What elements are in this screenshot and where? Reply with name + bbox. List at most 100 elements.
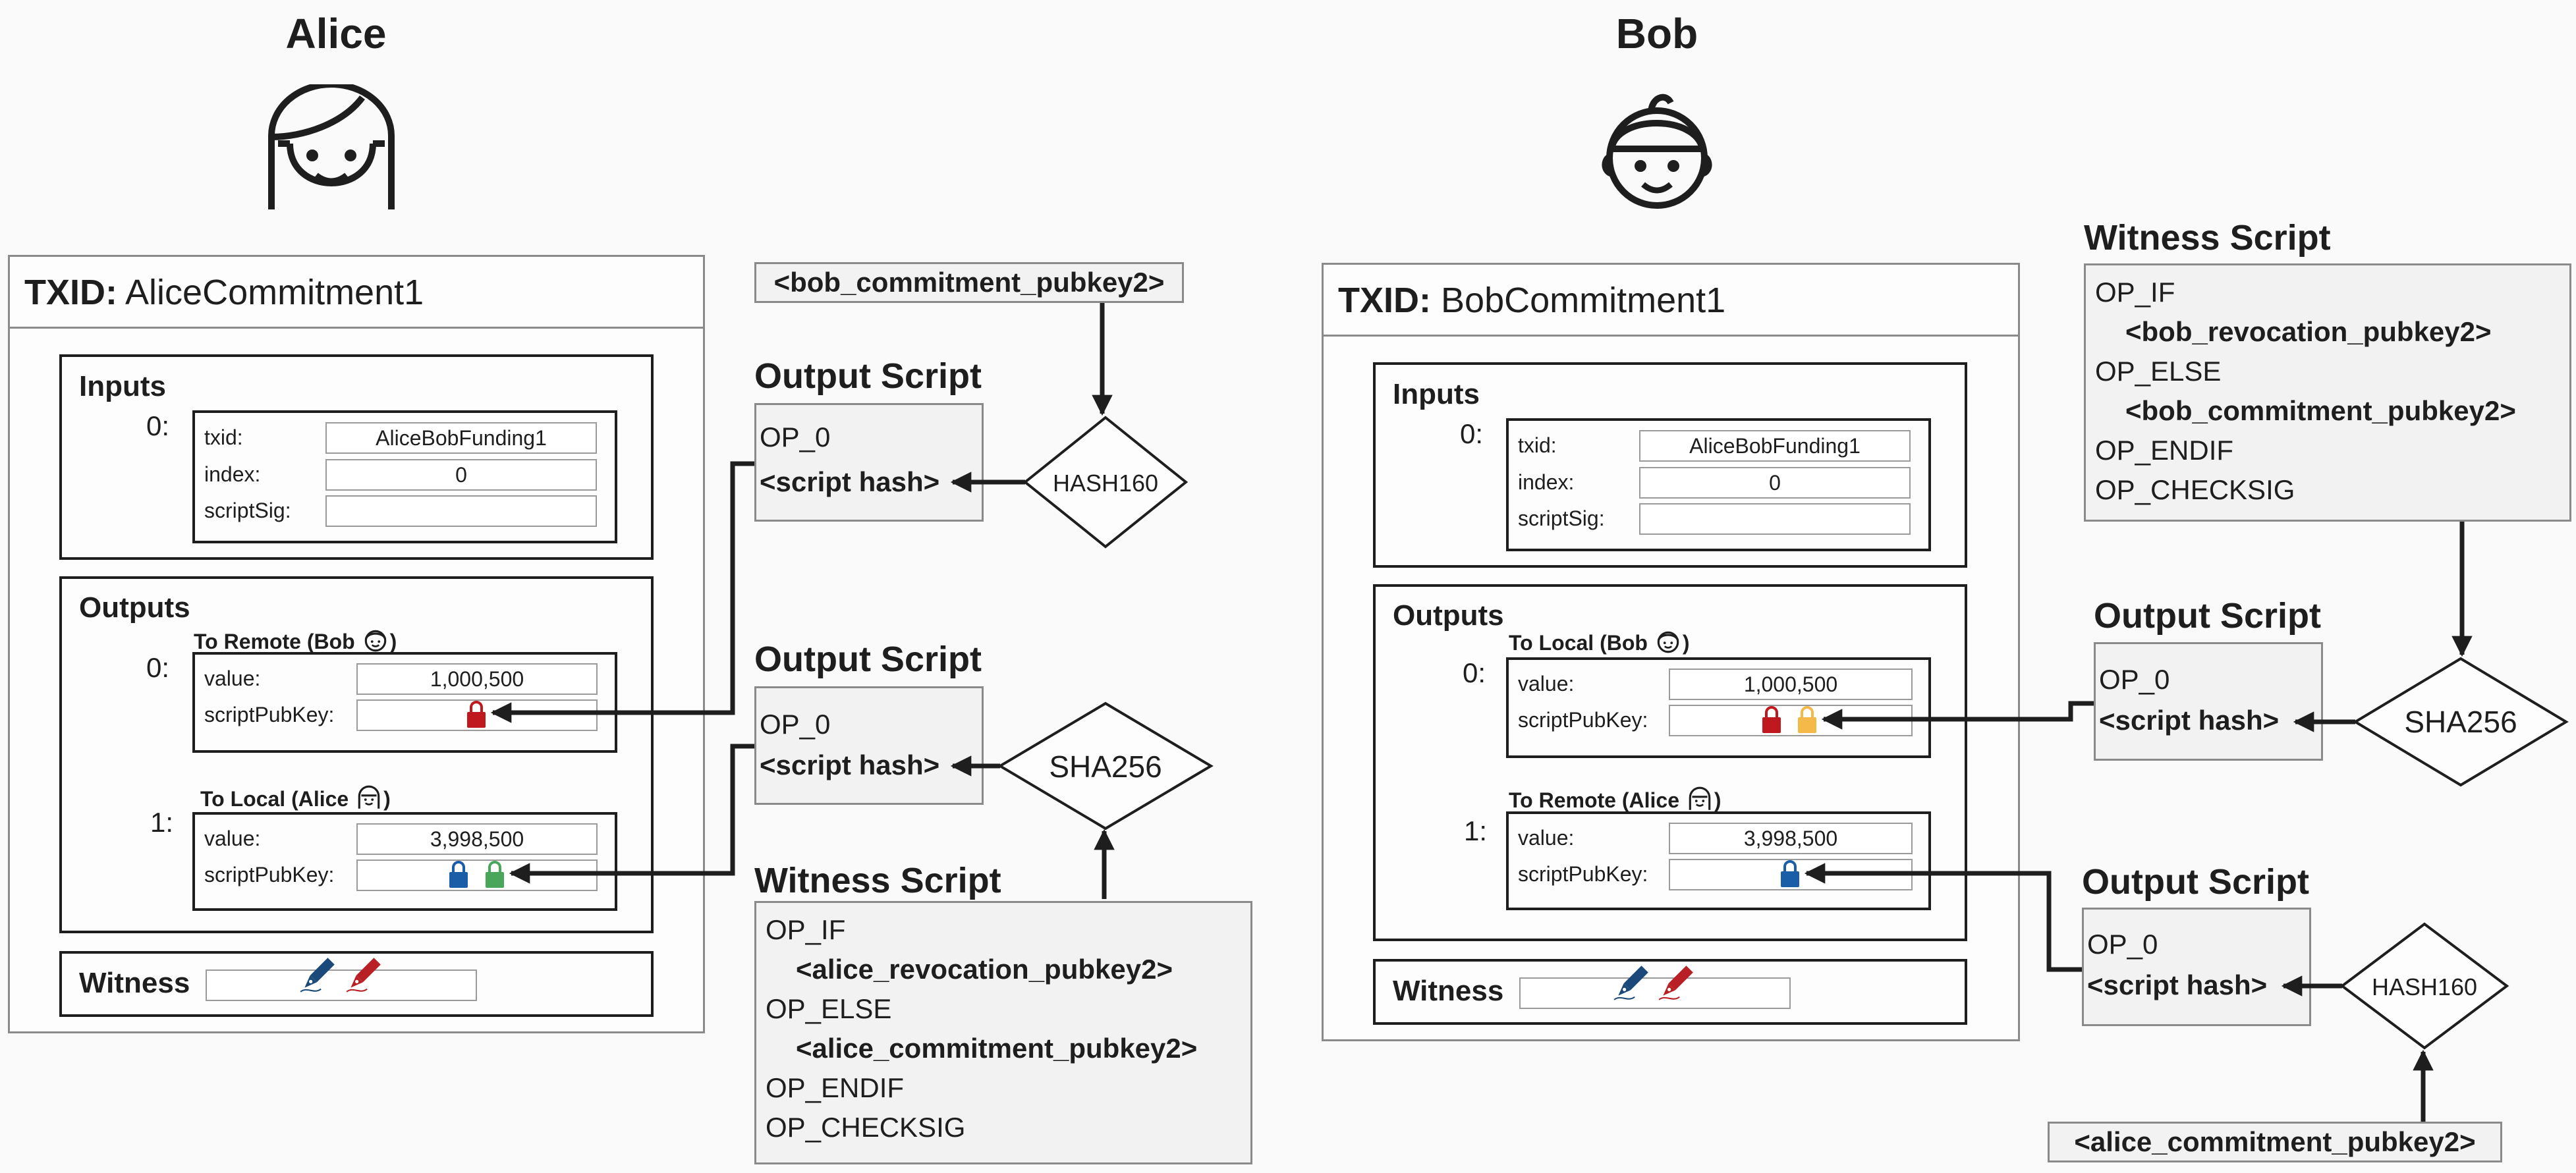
middle-witness-op-endif: OP_ENDIF	[766, 1072, 905, 1103]
bob-txid-label: TXID:	[1338, 281, 1431, 320]
bob-commitment-pubkey-box: <bob_commitment_pubkey2>	[754, 262, 1184, 303]
alice-avatar-icon	[268, 84, 395, 209]
right-output-script-2-hash: <script hash>	[2087, 969, 2268, 1000]
alice-out1-title: To Local (Alice )	[200, 784, 391, 811]
alice-witness-field	[206, 969, 477, 1001]
bob-input-index: 0:	[1460, 418, 1484, 449]
bob-witness-label: Witness	[1393, 975, 1504, 1007]
bob-txid-header: TXID: BobCommitment1	[1324, 265, 2018, 337]
hash160-diamond-right	[2339, 922, 2509, 1050]
bob-out0-title: To Local (Bob )	[1509, 628, 1689, 655]
middle-witness-op-if: OP_IF	[766, 914, 846, 945]
bob-out0-index: 0:	[1463, 657, 1486, 688]
bob-avatar-icon	[1602, 94, 1712, 209]
right-output-script-2-title: Output Script	[2082, 862, 2309, 902]
alice-txid-field: AliceBobFunding1	[325, 422, 597, 454]
alice-out0-title-close: )	[389, 630, 397, 653]
alice-out1-title-close: )	[383, 787, 391, 811]
hash160-diamond-left	[1022, 416, 1189, 549]
alice-out0-title-text: To Remote (Bob	[194, 630, 355, 653]
arrow-output2-to-bob-out1	[1804, 863, 2082, 972]
middle-witness-op-else: OP_ELSE	[766, 993, 892, 1024]
alice-scriptsig-label: scriptSig:	[204, 499, 291, 522]
bob-out0-title-text: To Local (Bob	[1509, 631, 1648, 655]
arrow-output1-to-alice-out0	[490, 461, 754, 723]
alice-out1-value: 3,998,500	[356, 823, 598, 855]
sha256-diamond-right	[2353, 657, 2569, 787]
right-witness-op-checksig: OP_CHECKSIG	[2095, 474, 2295, 505]
middle-output-script-1-title: Output Script	[754, 356, 982, 396]
bob-index-field-label: index:	[1518, 470, 1575, 494]
bob-inputs-label: Inputs	[1393, 378, 1480, 410]
bob-index-field: 0	[1639, 467, 1911, 499]
middle-witness-commitment-key: <alice_commitment_pubkey2>	[796, 1033, 1198, 1064]
right-output-script-1-hash: <script hash>	[2099, 705, 2280, 736]
right-witness-script	[2084, 263, 2571, 522]
alice-input-index: 0:	[146, 410, 170, 441]
alice-txid-value: AliceCommitment1	[125, 273, 424, 312]
alice-scriptsig-field	[325, 495, 597, 527]
alice-title: Alice	[285, 10, 387, 57]
bob-out0-spk-label: scriptPubKey:	[1518, 708, 1648, 732]
middle-output-script-1-op0: OP_0	[760, 422, 831, 452]
bob-out1-title-close: )	[1714, 788, 1722, 812]
bob-out1-title-text: To Remote (Alice	[1509, 788, 1679, 812]
alice-out0-spk-label: scriptPubKey:	[204, 703, 335, 726]
right-witness-commitment-key: <bob_commitment_pubkey2>	[2125, 395, 2516, 426]
alice-out0-index: 0:	[146, 652, 170, 683]
middle-output-script-1	[754, 403, 984, 522]
alice-out0-title: To Remote (Bob )	[194, 626, 397, 654]
middle-witness-script-title: Witness Script	[754, 861, 1001, 900]
alice-index-field: 0	[325, 459, 597, 491]
bob-txid-value: BobCommitment1	[1441, 281, 1726, 320]
bob-scriptsig-label: scriptSig:	[1518, 506, 1605, 530]
sha256-label-right: SHA256	[2404, 705, 2517, 739]
bob-out0-value: 1,000,500	[1669, 668, 1913, 700]
right-witness-revocation-key: <bob_revocation_pubkey2>	[2125, 316, 2492, 347]
sha256-diamond-left	[997, 701, 1214, 831]
bob-out0-title-close: )	[1682, 631, 1690, 655]
middle-witness-op-checksig: OP_CHECKSIG	[766, 1112, 966, 1143]
alice-index-field-label: index:	[204, 462, 261, 486]
alice-out1-spk-label: scriptPubKey:	[204, 863, 335, 887]
right-output-script-1-title: Output Script	[2094, 596, 2321, 636]
alice-txid-header: TXID: AliceCommitment1	[10, 257, 703, 329]
right-output-script-1-op0: OP_0	[2099, 664, 2170, 695]
bob-txid-field-label: txid:	[1518, 433, 1557, 457]
alice-outputs-label: Outputs	[79, 591, 190, 624]
middle-witness-revocation-key: <alice_revocation_pubkey2>	[796, 954, 1173, 985]
right-output-script-1	[2094, 642, 2323, 761]
bob-txid-field: AliceBobFunding1	[1639, 430, 1911, 462]
right-witness-script-title: Witness Script	[2084, 218, 2331, 258]
alice-out1-value-label: value:	[204, 827, 261, 850]
bob-scriptsig-field	[1639, 503, 1911, 535]
alice-out0-value: 1,000,500	[356, 663, 598, 695]
sha256-label-left: SHA256	[1049, 750, 1162, 784]
middle-output-script-2-op0: OP_0	[760, 709, 831, 740]
bob-outputs-label: Outputs	[1393, 599, 1504, 632]
middle-output-script-1-hash: <script hash>	[760, 466, 940, 497]
arrow-output2-to-alice-out1	[509, 744, 754, 884]
arrow-output1-to-bob-out0	[1821, 701, 2094, 730]
hash160-label-left: HASH160	[1053, 470, 1158, 497]
bob-out1-value-label: value:	[1518, 826, 1575, 850]
alice-txid-field-label: txid:	[204, 425, 243, 449]
alice-inputs-label: Inputs	[79, 370, 166, 402]
right-witness-op-else: OP_ELSE	[2095, 356, 2222, 387]
alice-txid-label: TXID:	[24, 273, 117, 312]
middle-output-script-2	[754, 686, 984, 805]
hash160-label-right: HASH160	[2372, 973, 2477, 1000]
middle-output-script-2-title: Output Script	[754, 640, 982, 679]
bob-out1-spk-label: scriptPubKey:	[1518, 862, 1648, 886]
middle-witness-script	[754, 901, 1252, 1164]
right-output-script-2-op0: OP_0	[2087, 929, 2158, 960]
middle-output-script-2-hash: <script hash>	[760, 750, 940, 780]
alice-commitment-pubkey-box: <alice_commitment_pubkey2>	[2048, 1122, 2502, 1162]
alice-witness-label: Witness	[79, 967, 190, 999]
bob-out1-title: To Remote (Alice )	[1509, 785, 1722, 813]
bob-out1-index: 1:	[1464, 815, 1488, 846]
right-witness-op-if: OP_IF	[2095, 277, 2175, 308]
right-witness-op-endif: OP_ENDIF	[2095, 435, 2234, 466]
bob-title: Bob	[1615, 10, 1698, 57]
